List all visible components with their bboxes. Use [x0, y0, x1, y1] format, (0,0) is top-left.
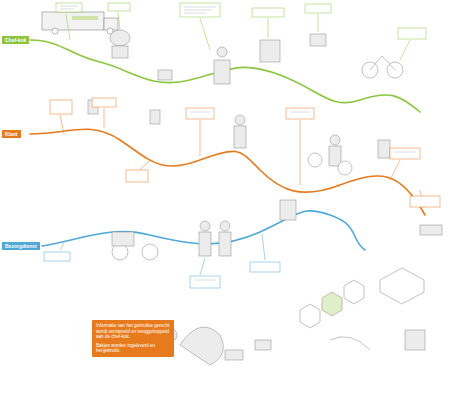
figure-sketch [88, 30, 442, 365]
node-text: Informatie van het gebruikte gerecht wor… [96, 323, 170, 340]
callout [44, 3, 440, 288]
node-text: Bakjes worden ingeleverd en hergebruikt. [96, 343, 170, 354]
lane-line [30, 129, 425, 215]
node-text: Chef-kok [5, 37, 26, 43]
node-text: Bezorgdienst [5, 243, 37, 249]
lane-label: Bezorgdienst [2, 242, 40, 250]
lane-label: Chef-kok [2, 36, 29, 44]
note-box: Informatie van het gebruikte gerecht wor… [92, 320, 174, 357]
lane-label: Klant [2, 130, 21, 138]
node-text: Klant [5, 131, 18, 137]
truck-sketch [42, 12, 118, 34]
